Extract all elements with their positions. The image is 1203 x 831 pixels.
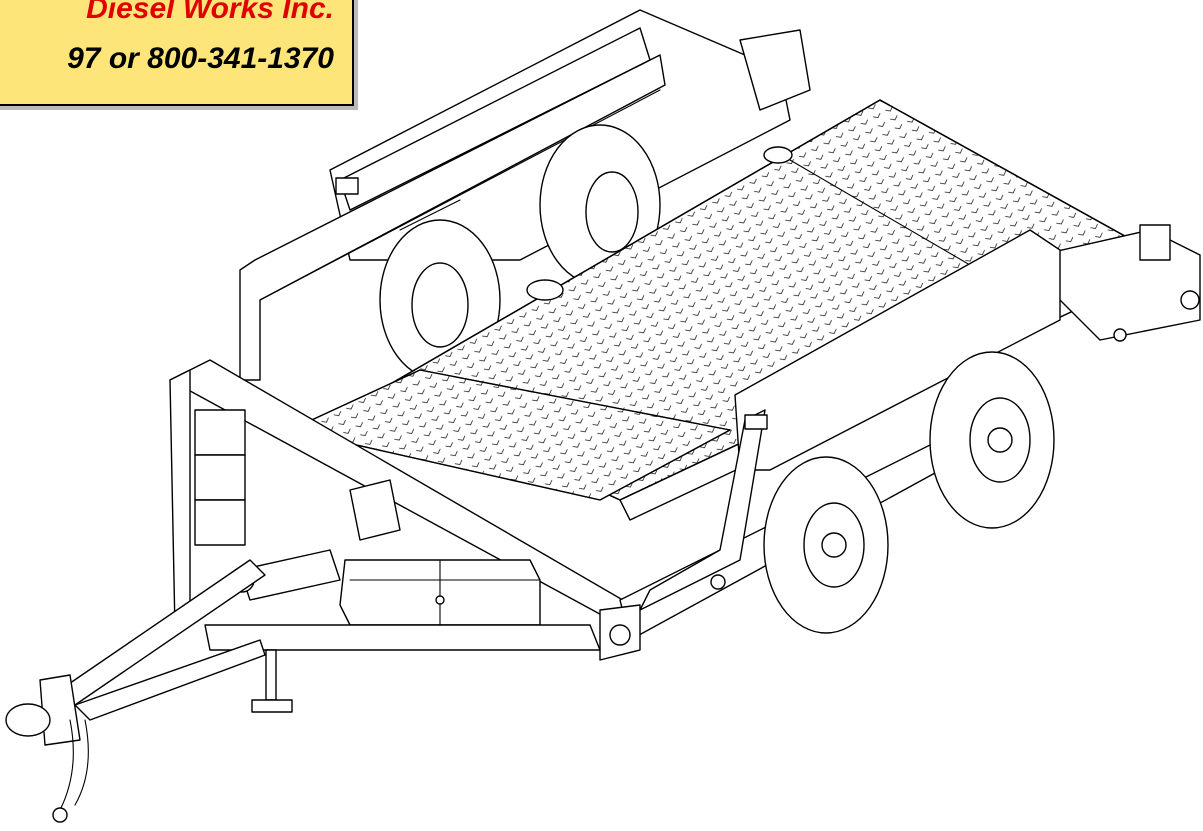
company-callout-box: Diesel Works Inc. 97 or 800-341-1370 xyxy=(0,0,354,106)
side-bins xyxy=(194,409,246,546)
tie-down-ring xyxy=(526,146,793,301)
jack-stand xyxy=(251,649,293,713)
fender-reflector xyxy=(744,414,768,430)
company-name: Diesel Works Inc. xyxy=(86,0,334,25)
tool-box xyxy=(339,559,541,626)
fender xyxy=(639,229,1061,611)
rear-upright-frame xyxy=(239,9,811,381)
hitch-coupler xyxy=(5,703,51,737)
rear-wheel xyxy=(929,351,1055,529)
trailer-tongue xyxy=(5,559,266,823)
lower-deck xyxy=(288,369,732,501)
front-cross-member xyxy=(204,624,601,651)
company-phone: 97 or 800-341-1370 xyxy=(67,42,334,75)
front-wheel xyxy=(763,456,889,634)
rear-ramp-end xyxy=(1039,224,1201,342)
rear-reflector xyxy=(335,177,359,195)
